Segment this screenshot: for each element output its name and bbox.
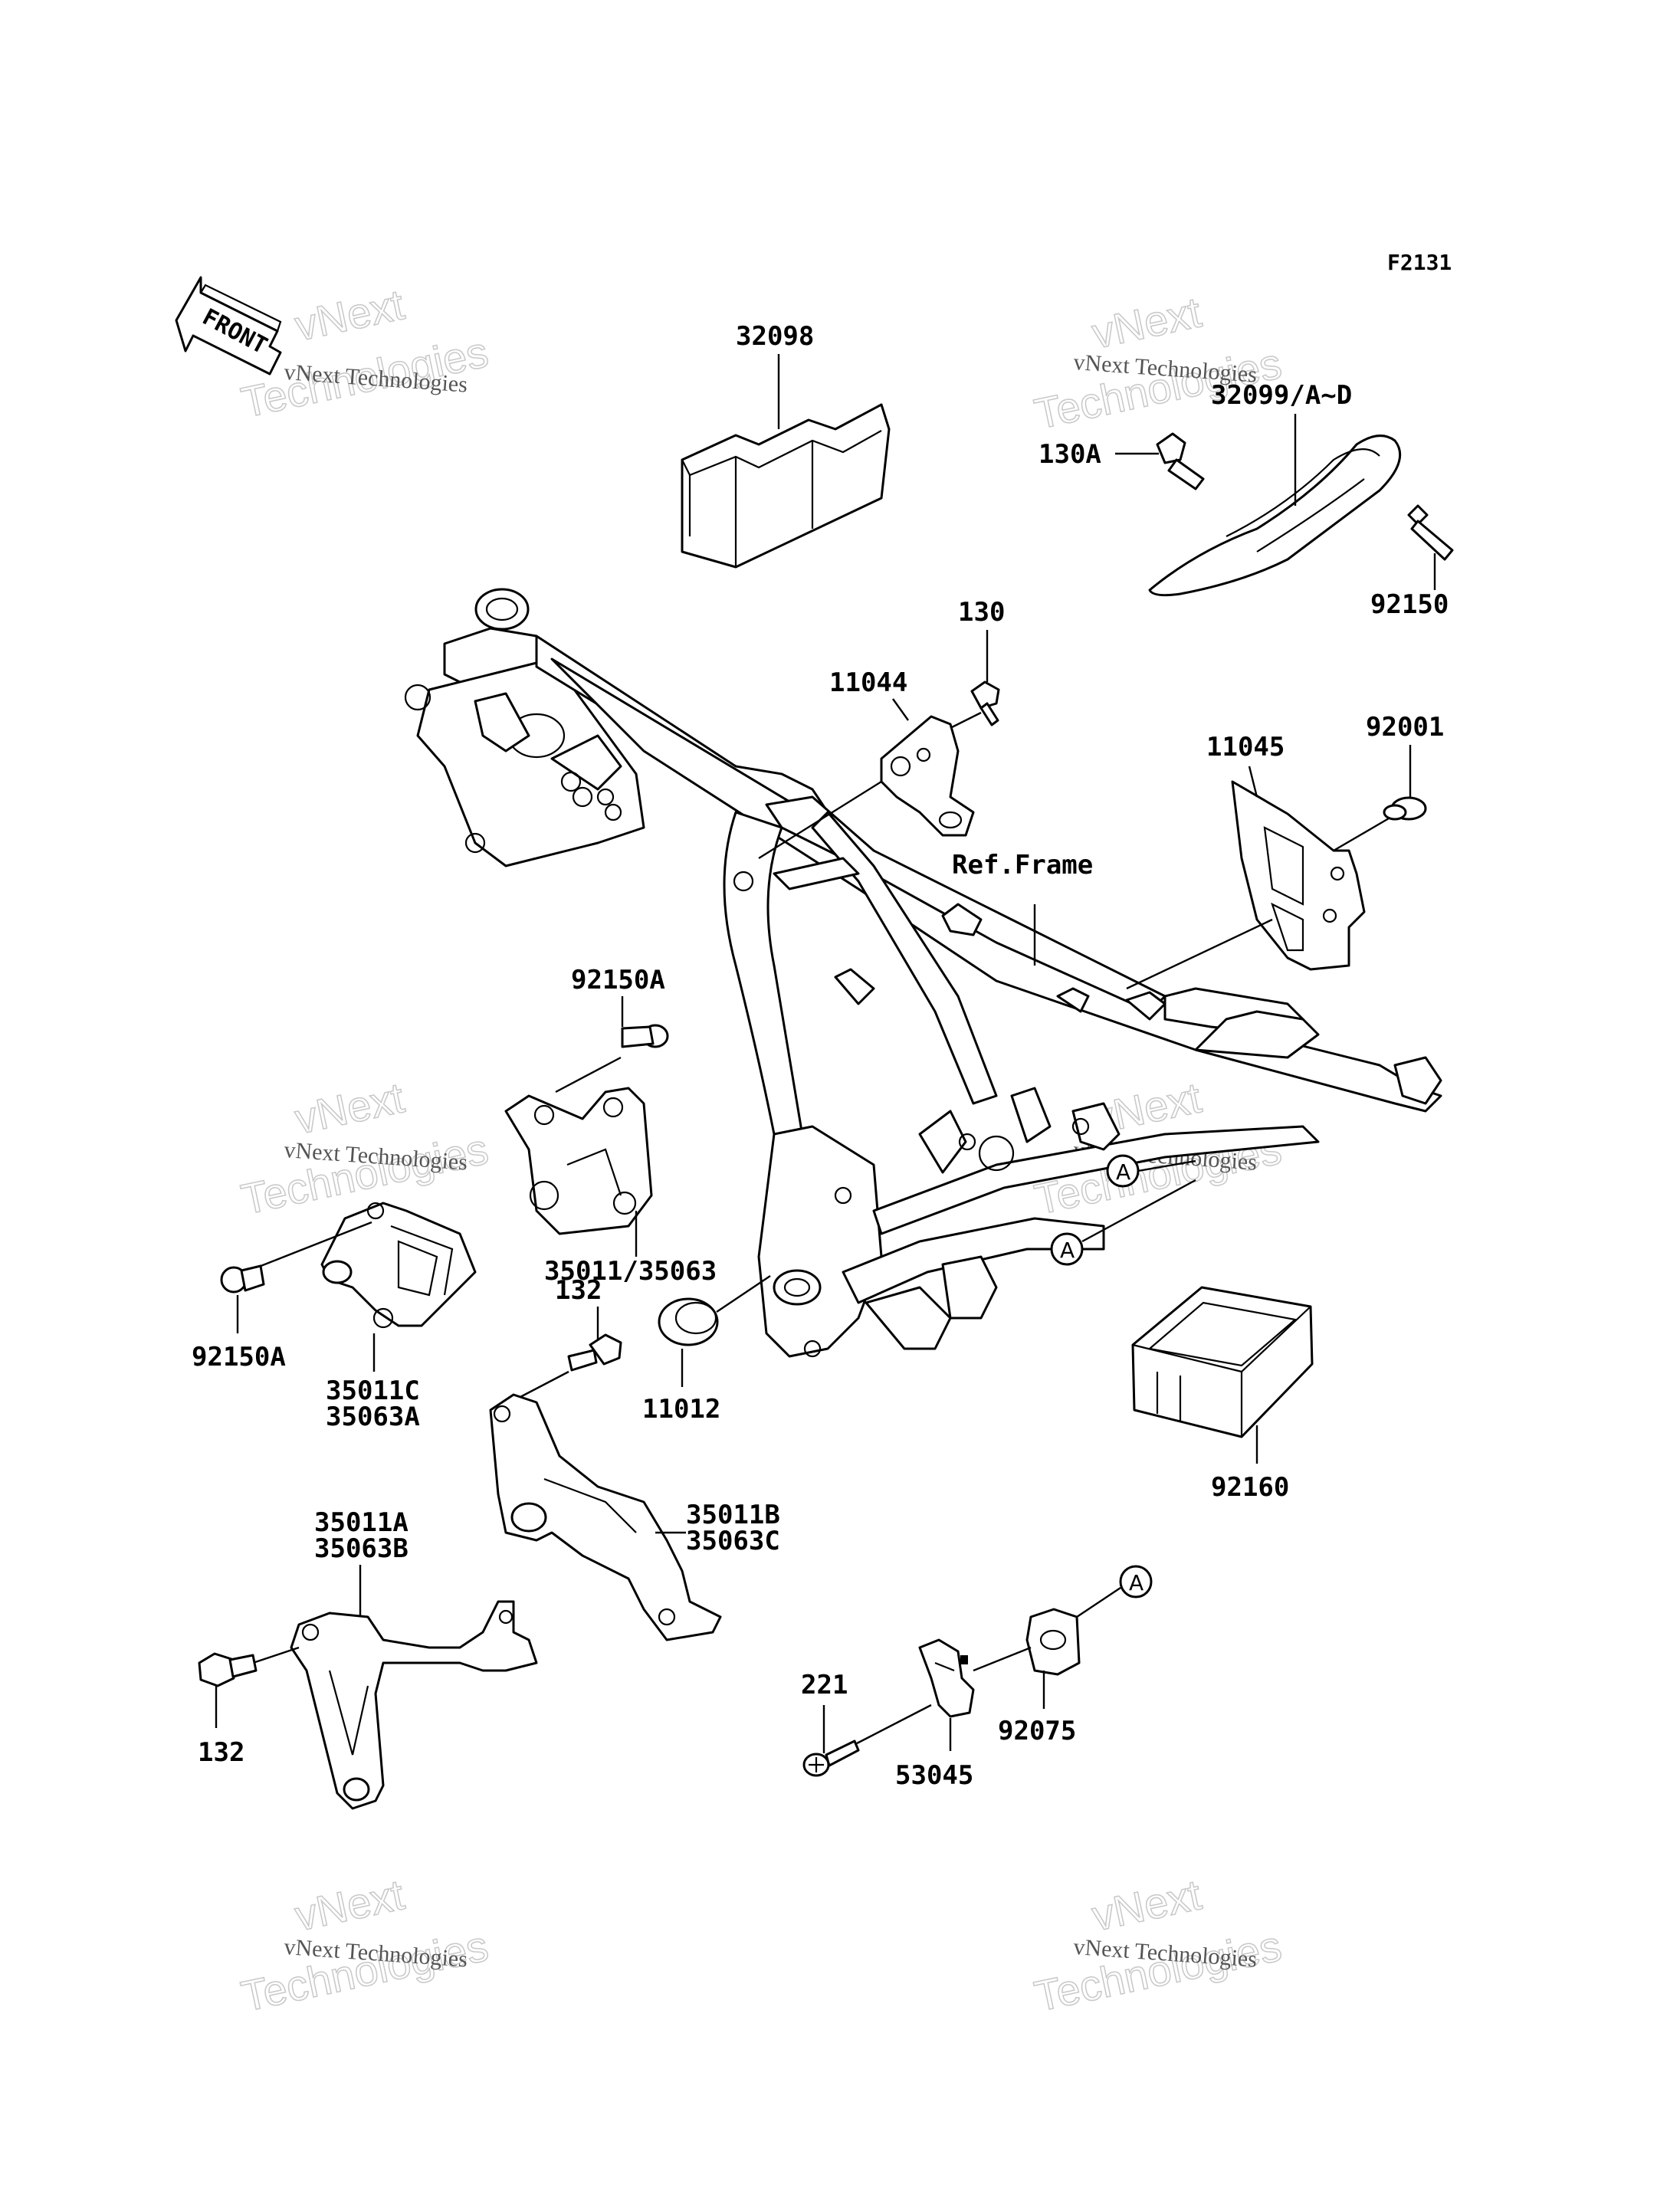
watermark-vnext-outline: vNext	[1088, 1870, 1206, 1940]
part-132-top-bolt	[567, 1333, 622, 1372]
marker-a-lower-letter: A	[1129, 1570, 1144, 1595]
front-arrow-icon: FRONT	[175, 276, 282, 375]
label-ref-frame: Ref.Frame	[952, 850, 1093, 880]
part-35011A-bracket	[290, 1600, 538, 1810]
label-35011B: 35011B	[686, 1500, 780, 1530]
part-130-bolt	[970, 680, 1000, 726]
part-92001-washer	[1383, 796, 1427, 821]
watermark-vnext-outline: vNext	[290, 280, 409, 349]
label-92001: 92001	[1366, 712, 1444, 743]
label-130A: 130A	[1039, 439, 1101, 470]
marker-a-lower: A	[1119, 1565, 1153, 1599]
label-132-bottom: 132	[198, 1737, 244, 1768]
leader-132-bottom-b	[252, 1646, 300, 1664]
leader-11012-frame	[716, 1275, 771, 1313]
label-32098: 32098	[736, 321, 814, 352]
part-92150-bolt	[1407, 504, 1454, 561]
watermark-top-right: vNext Technologies vNext Technologies	[1030, 287, 1286, 439]
label-92160: 92160	[1211, 1472, 1289, 1503]
label-35011-35063: 35011/35063	[544, 1256, 717, 1287]
leader-marker-a-middle	[1081, 1179, 1196, 1243]
label-11045: 11045	[1206, 732, 1285, 762]
part-92160-battery-case	[1131, 1286, 1314, 1438]
watermark-mid-left: vNext Technologies vNext Technologies	[237, 1073, 493, 1225]
diagram-code: F2131	[1387, 250, 1452, 275]
leader-53045-b	[856, 1703, 932, 1745]
part-221-screw	[802, 1740, 860, 1777]
marker-a-upper: A	[1106, 1154, 1140, 1188]
marker-a-middle-letter: A	[1060, 1238, 1075, 1263]
part-92150A-left-bolt	[220, 1264, 265, 1294]
watermark-bottom-left: vNext Technologies vNext Technologies	[237, 1870, 493, 2022]
part-35011C-bracket	[320, 1202, 477, 1329]
watermark-bottom-right: vNext Technologies vNext Technologies	[1030, 1870, 1286, 2022]
part-53045-clamp	[918, 1638, 975, 1718]
label-32099: 32099/A~D	[1211, 380, 1352, 411]
part-130A-bolt	[1156, 432, 1205, 490]
clamp-tab	[960, 1655, 968, 1664]
label-92150: 92150	[1370, 589, 1449, 620]
watermark-vnext-outline: vNext	[290, 1870, 409, 1940]
watermark-vnext-outline: vNext	[290, 1073, 409, 1143]
part-132-bottom-bolt	[198, 1652, 258, 1687]
main-frame	[404, 588, 1442, 1358]
part-92150A-top-bolt	[621, 1024, 669, 1048]
label-35063A: 35063A	[326, 1402, 420, 1432]
leader-11045	[1248, 766, 1258, 798]
leader-92150A-left-b	[244, 1221, 372, 1274]
label-221: 221	[801, 1670, 848, 1700]
watermark-vnext-outline: vNext	[1088, 287, 1206, 357]
label-35063C: 35063C	[686, 1526, 780, 1556]
part-35011B-bracket	[489, 1393, 722, 1641]
leader-11044	[892, 698, 909, 721]
leader-132-top-b	[517, 1370, 569, 1400]
label-53045: 53045	[895, 1760, 973, 1791]
leader-130-b	[950, 711, 982, 730]
leader-92001-b	[1333, 817, 1390, 852]
leader-92075-b	[973, 1646, 1032, 1672]
marker-a-middle: A	[1050, 1232, 1084, 1266]
label-130: 130	[958, 597, 1005, 628]
label-35011C: 35011C	[326, 1376, 420, 1406]
label-132-top: 132	[555, 1275, 602, 1306]
marker-a-upper-letter: A	[1116, 1159, 1130, 1185]
part-11012-grommet	[658, 1297, 719, 1346]
part-32099-side-cover	[1148, 434, 1402, 597]
leader-marker-a-lower	[1076, 1587, 1121, 1618]
part-92075-pad	[1025, 1608, 1081, 1676]
label-35011A: 35011A	[314, 1507, 409, 1538]
leader-92150A-top-b	[555, 1056, 622, 1094]
leader-11045-frame	[1126, 918, 1273, 990]
label-35063B: 35063B	[314, 1533, 409, 1564]
leader-11044-frame	[758, 780, 882, 860]
label-11012: 11012	[642, 1394, 720, 1425]
label-92150A-left: 92150A	[192, 1342, 286, 1372]
label-92075: 92075	[998, 1716, 1076, 1746]
label-11044: 11044	[829, 667, 907, 698]
label-92150A-top: 92150A	[571, 965, 665, 995]
leader-marker-a-upper	[1137, 1159, 1196, 1172]
part-32098-cover	[681, 403, 891, 569]
part-11045-plate	[1231, 780, 1366, 971]
part-11044-bracket	[880, 715, 975, 837]
part-35011-35063-bracket	[504, 1087, 653, 1235]
